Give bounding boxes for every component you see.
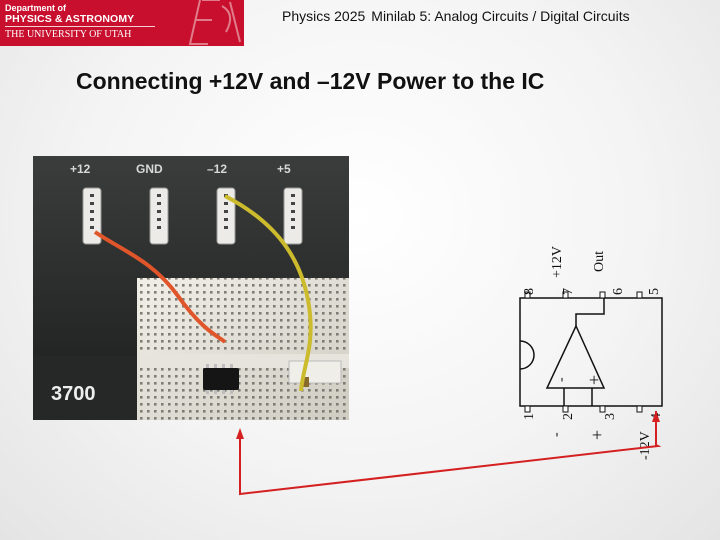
ic-chip: [203, 364, 239, 394]
terminal-label-minus12: –12: [207, 162, 227, 176]
equation-watermark-icon: [188, 0, 241, 45]
chip-notch: [519, 340, 535, 370]
breadboard-photo: +12 GND –12 +5: [33, 156, 349, 420]
opamp-symbol: [545, 324, 606, 389]
power-terminal-blocks: [82, 187, 303, 245]
logo-physics-astronomy-text: PHYSICS & ASTRONOMY: [5, 13, 135, 25]
yellow-wire: [224, 194, 313, 392]
pin2-label-minus: -: [549, 432, 564, 437]
pin-number-8: 8: [522, 288, 537, 295]
pin-number-7: 7: [561, 288, 576, 295]
terminal-label-plus5: +5: [277, 162, 291, 176]
input-traces: [563, 388, 593, 406]
chip-outline: [519, 297, 663, 407]
pin3-label-plus: +: [587, 430, 607, 440]
lab-name: Minilab 5: Analog Circuits / Digital Cir…: [371, 8, 630, 24]
breadboard: [137, 278, 349, 420]
slide-title: Connecting +12V and –12V Power to the IC: [76, 68, 545, 94]
opamp-inverting-sign: -: [554, 377, 569, 382]
pin4-label-minus12v: -12V: [638, 431, 653, 460]
terminal-label-plus12: +12: [70, 162, 91, 176]
red-wire: [93, 230, 227, 344]
output-trace: [575, 298, 605, 326]
terminal-label-gnd: GND: [136, 162, 163, 176]
logo-divider: [5, 26, 155, 27]
red-arrow-pin4-to-ic: [236, 411, 662, 496]
course-name: Physics 2025: [282, 8, 366, 24]
trainer-model-number: 3700: [51, 383, 96, 405]
pin-number-3: 3: [603, 413, 618, 420]
pin6-label-out: Out: [592, 251, 607, 272]
pin-number-2: 2: [561, 413, 576, 420]
pin-number-4: 4: [649, 413, 664, 420]
pin-number-6: 6: [611, 288, 626, 295]
opamp-noninverting-sign: +: [584, 375, 604, 385]
pin-number-5: 5: [647, 288, 662, 295]
pin7-label-plus12v: +12V: [550, 246, 565, 278]
pin-number-1: 1: [522, 413, 537, 420]
department-logo: Department of PHYSICS & ASTRONOMY THE UN…: [0, 0, 244, 46]
logo-university-text: THE UNIVERSITY OF UTAH: [5, 29, 132, 40]
logo-department-text: Department of: [5, 3, 67, 13]
slide-header: Physics 2025 Minilab 5: Analog Circuits /…: [282, 8, 630, 24]
